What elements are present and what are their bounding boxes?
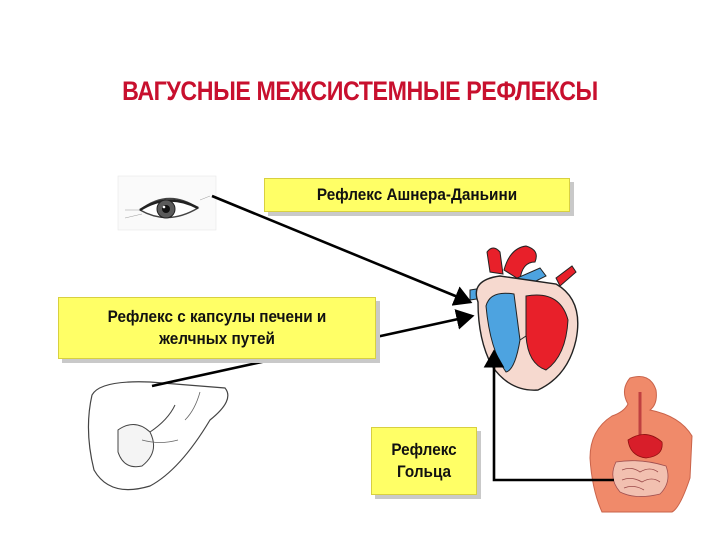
ashner-reflex-text: Рефлекс Ашнера-Даньини: [316, 185, 518, 204]
ashner-reflex-label: Рефлекс Ашнера-Даньини: [264, 178, 570, 212]
heart-illustration-icon: [456, 242, 584, 392]
liver-reflex-label: Рефлекс с капсулы печени и желчных путей: [58, 297, 376, 359]
liver-reflex-text-line2: желчных путей: [159, 329, 275, 348]
golts-reflex-label: Рефлекс Гольца: [371, 427, 477, 495]
torso-digestive-illustration-icon: [589, 376, 693, 513]
page-title: ВАГУСНЫЕ МЕЖСИСТЕМНЫЕ РЕФЛЕКСЫ: [122, 76, 598, 106]
arrow-eye-to-heart: [211, 194, 473, 306]
eye-illustration-icon: [117, 175, 217, 231]
liver-reflex-text-line1: Рефлекс с капсулы печени и: [107, 307, 327, 326]
golts-reflex-text-line1: Рефлекс: [391, 440, 457, 459]
golts-reflex-text-line2: Гольца: [396, 462, 452, 481]
arrow-stomach-to-heart: [483, 349, 614, 482]
liver-illustration-icon: [87, 381, 229, 491]
